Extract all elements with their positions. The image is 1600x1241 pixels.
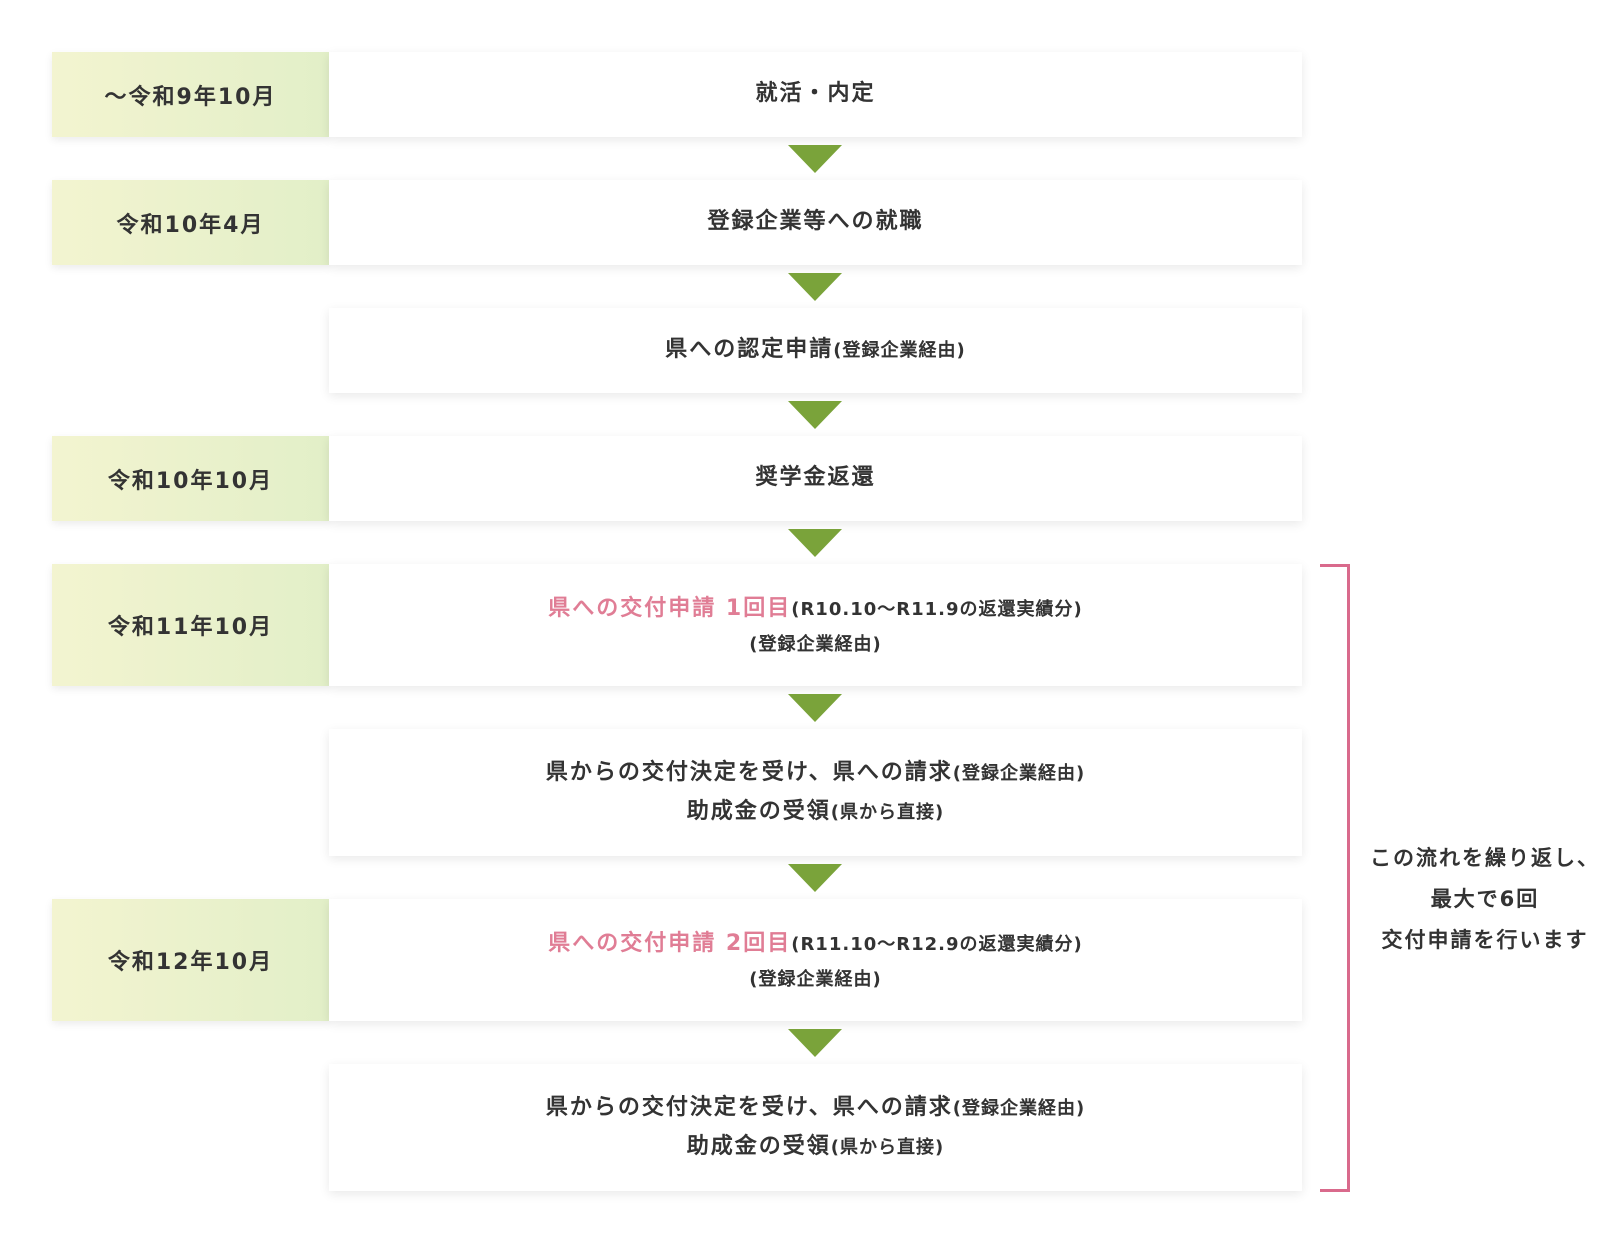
step-date-label: ～令和9年10月 [52, 52, 329, 137]
step-line: 助成金の受領(県から直接) [687, 793, 944, 832]
step-line: 県への認定申請(登録企業経由) [665, 331, 965, 370]
step-text: 登録企業等への就職 [707, 209, 924, 235]
step-text: 県からの交付決定を受け、県への請求 [545, 760, 953, 785]
flow-step-job-hunting: ～令和9年10月 就活・内定 [52, 52, 1302, 137]
down-arrow-icon [788, 529, 842, 557]
step-box: 県への認定申請(登録企業経由) [329, 308, 1302, 393]
step-note: (県から直接) [830, 1136, 945, 1158]
flow-step-employment: 令和10年4月 登録企業等への就職 [52, 180, 1302, 265]
down-arrow-icon [788, 145, 842, 173]
step-text: (R10.10～R11.9の返還実績分) [791, 599, 1083, 620]
step-text: 県からの交付決定を受け、県への請求 [545, 1095, 953, 1120]
step-note: (登録企業経由) [749, 968, 882, 990]
repeat-note-line: この流れを繰り返し、 [1370, 846, 1600, 870]
step-note: (登録企業経由) [952, 1098, 1086, 1119]
step-note: (登録企業経由) [952, 763, 1086, 784]
step-line: 県への交付申請 1回目(R10.10～R11.9の返還実績分) [548, 590, 1083, 629]
step-line: 助成金の受領(県から直接) [687, 1128, 944, 1167]
down-arrow-icon [788, 694, 842, 722]
step-note: (登録企業経由) [749, 633, 882, 655]
step-box: 県からの交付決定を受け、県への請求(登録企業経由) 助成金の受領(県から直接) [329, 729, 1302, 856]
step-text: 助成金の受領 [686, 1133, 831, 1159]
repeat-note-line: 最大で6回 [1430, 886, 1540, 911]
step-box: 登録企業等への就職 [329, 180, 1302, 265]
step-text: (R11.10～R12.9の返還実績分) [791, 934, 1083, 955]
repeat-note-line: 交付申請を行います [1381, 927, 1589, 952]
step-text: 県への認定申請 [665, 337, 834, 363]
flow-step-repayment: 令和10年10月 奨学金返還 [52, 436, 1302, 521]
step-date-label: 令和12年10月 [52, 899, 329, 1021]
step-highlight: 県への交付申請 2回目 [548, 931, 792, 956]
flow-step-grant-application-1: 令和11年10月 県への交付申請 1回目(R10.10～R11.9の返還実績分)… [52, 564, 1302, 686]
down-arrow-icon [788, 273, 842, 301]
step-date-label: 令和11年10月 [52, 564, 329, 686]
step-date-label-empty [52, 308, 329, 393]
step-line: 県からの交付決定を受け、県への請求(登録企業経由) [546, 1089, 1085, 1128]
down-arrow-icon [788, 401, 842, 429]
step-note: (県から直接) [830, 801, 945, 823]
step-date-label-empty [52, 1064, 329, 1191]
step-text: 就活・内定 [755, 81, 876, 107]
step-box: 就活・内定 [329, 52, 1302, 137]
flow-step-grant-receipt-1: 県からの交付決定を受け、県への請求(登録企業経由) 助成金の受領(県から直接) [52, 729, 1302, 856]
repeat-note: この流れを繰り返し、 最大で6回 交付申請を行います [1370, 838, 1600, 961]
step-date-label: 令和10年4月 [52, 180, 329, 265]
step-highlight: 県への交付申請 1回目 [548, 596, 792, 621]
step-text: 助成金の受領 [686, 798, 831, 824]
down-arrow-icon [788, 864, 842, 892]
flow-step-grant-receipt-2: 県からの交付決定を受け、県への請求(登録企業経由) 助成金の受領(県から直接) [52, 1064, 1302, 1191]
down-arrow-icon [788, 1029, 842, 1057]
step-date-label-empty [52, 729, 329, 856]
repeat-bracket [1320, 564, 1350, 1192]
step-date-label: 令和10年10月 [52, 436, 329, 521]
step-line: 県への交付申請 2回目(R11.10～R12.9の返還実績分) [548, 925, 1083, 964]
step-box: 県への交付申請 1回目(R10.10～R11.9の返還実績分) (登録企業経由) [329, 564, 1302, 686]
flow-step-grant-application-2: 令和12年10月 県への交付申請 2回目(R11.10～R12.9の返還実績分)… [52, 899, 1302, 1021]
step-line: 県からの交付決定を受け、県への請求(登録企業経由) [546, 754, 1085, 793]
step-box: 県への交付申請 2回目(R11.10～R12.9の返還実績分) (登録企業経由) [329, 899, 1302, 1021]
step-box: 奨学金返還 [329, 436, 1302, 521]
step-note: (登録企業経由) [833, 340, 966, 362]
step-text: 奨学金返還 [755, 465, 876, 491]
flow-step-certification-application: 県への認定申請(登録企業経由) [52, 308, 1302, 393]
step-box: 県からの交付決定を受け、県への請求(登録企業経由) 助成金の受領(県から直接) [329, 1064, 1302, 1191]
